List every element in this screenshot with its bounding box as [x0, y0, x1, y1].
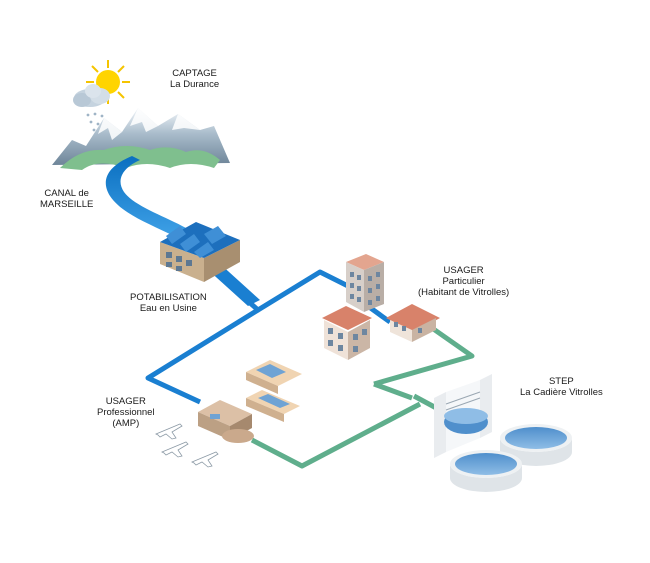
label-canal: CANAL de MARSEILLE — [40, 188, 93, 210]
residential-tower — [346, 254, 384, 312]
label-usager-particulier-sub: Particulier — [442, 276, 485, 287]
label-captage-title: CAPTAGE — [172, 68, 217, 79]
label-potabilisation-title: POTABILISATION — [130, 292, 207, 303]
label-canal-title: CANAL de — [44, 188, 89, 199]
label-captage: CAPTAGE La Durance — [170, 68, 219, 90]
label-usager-particulier-title: USAGER — [443, 265, 484, 276]
office-building — [246, 360, 302, 422]
airplane-icon — [155, 423, 219, 468]
cloud-icon — [73, 84, 110, 107]
label-usager-pro-title: USAGER — [105, 396, 146, 407]
label-captage-sub: La Durance — [170, 79, 220, 90]
step-treatment-plant — [434, 374, 572, 492]
waste-water-network — [250, 325, 475, 469]
captage-illustration — [52, 60, 230, 170]
potabilisation-plant — [160, 222, 240, 282]
canal-de-marseille — [105, 156, 186, 236]
green-hills — [60, 146, 220, 170]
label-usager-pro-sub2: (AMP) — [112, 418, 140, 429]
label-potabilisation-sub: Eau en Usine — [139, 303, 197, 314]
label-step-title: STEP — [548, 376, 574, 387]
label-potabilisation: POTABILISATION Eau en Usine — [130, 292, 207, 314]
clarifier-basin — [450, 450, 522, 492]
label-canal-sub: MARSEILLE — [40, 199, 94, 210]
airport-terminal — [198, 400, 254, 443]
label-step-sub: La Cadière Vitrolles — [520, 387, 603, 398]
sun-icon — [86, 60, 130, 104]
label-usager-particulier: USAGER Particulier (Habitant de Vitrolle… — [418, 265, 509, 298]
label-usager-pro-sub: Professionnel — [97, 407, 155, 418]
label-usager-particulier-sub2: (Habitant de Vitrolles) — [418, 287, 510, 298]
apartment-building — [322, 306, 372, 360]
label-step: STEP La Cadière Vitrolles — [520, 376, 603, 398]
house — [386, 304, 440, 342]
label-usager-pro: USAGER Professionnel (AMP) — [97, 396, 155, 429]
